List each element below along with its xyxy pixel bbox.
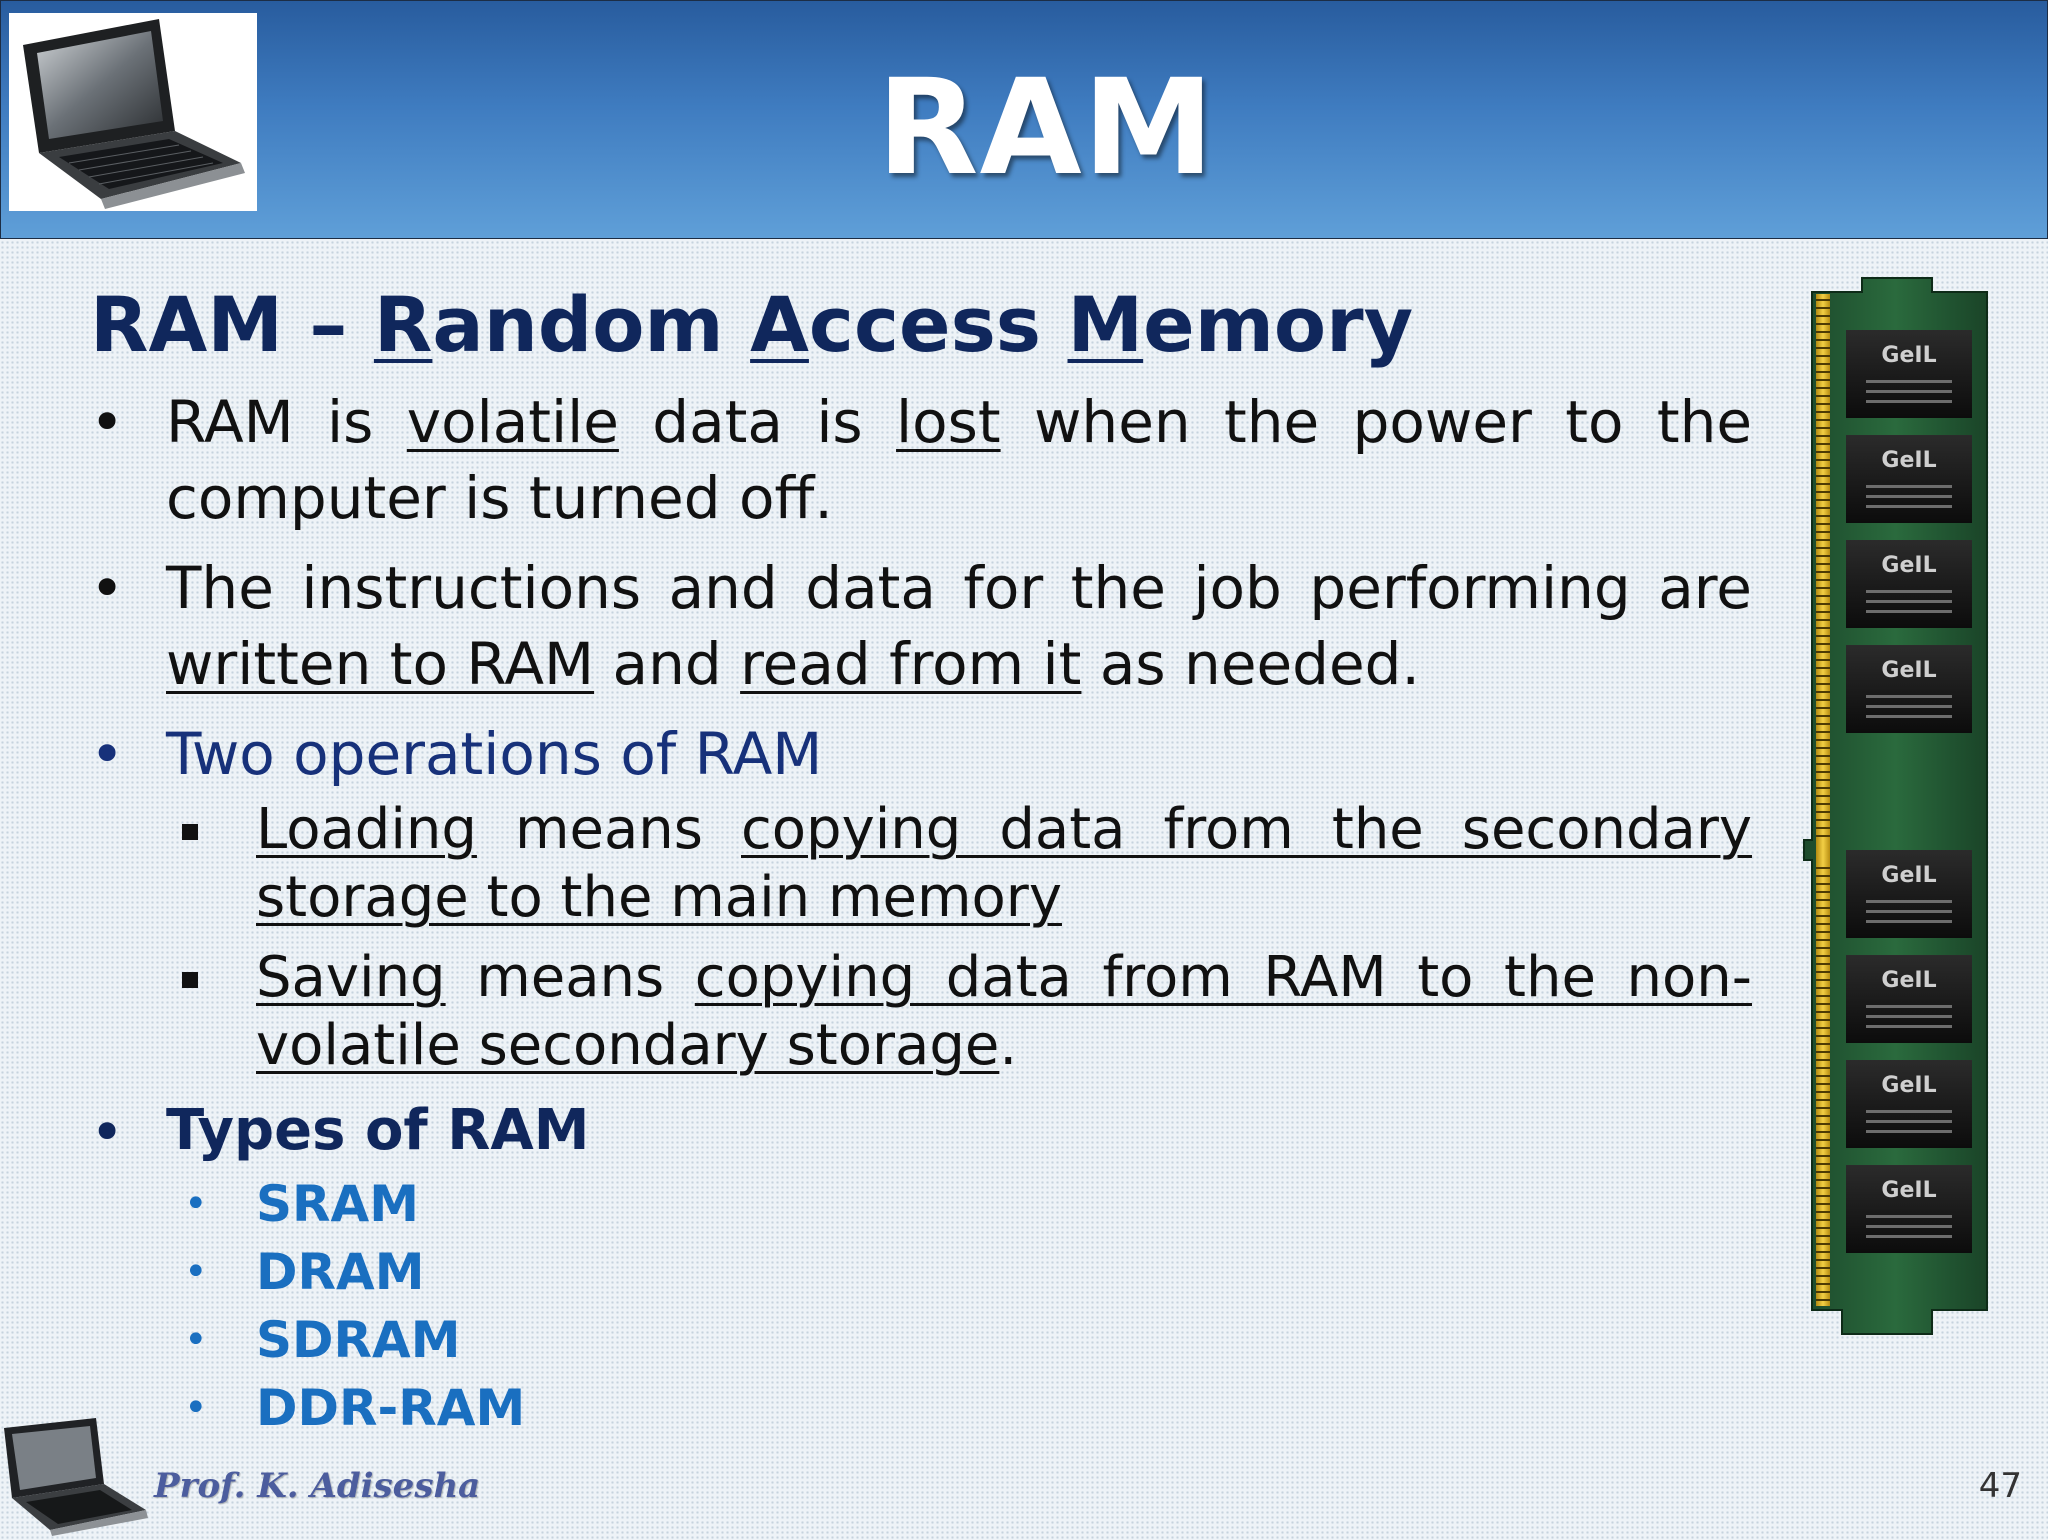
ram-chip: GeIL — [1846, 955, 1972, 1043]
section-heading: RAM – Random Access Memory — [90, 270, 1752, 380]
ram-chip: GeIL — [1846, 1060, 1972, 1148]
bullet-dot: • — [90, 1098, 125, 1166]
bullet-types: • Types of RAM •SRAM •DRAM •SDRAM •DDR-R… — [90, 1094, 1752, 1442]
svg-text:GeIL: GeIL — [1881, 343, 1936, 368]
svg-text:GeIL: GeIL — [1881, 1178, 1936, 1203]
heading-m-rest: emory — [1143, 280, 1414, 369]
bullet-list: • RAM is volatile data is lost when the … — [90, 384, 1752, 1442]
operations-list: Loading means copying data from the seco… — [166, 796, 1752, 1080]
heading-prefix: RAM – — [90, 280, 374, 369]
svg-text:GeIL: GeIL — [1881, 658, 1936, 683]
type-item: •DDR-RAM — [184, 1379, 526, 1437]
laptop-thumbnail-image — [9, 13, 257, 211]
bullet-dot: • — [90, 554, 125, 622]
heading-r-rest: andom — [432, 280, 724, 369]
ram-chip: GeIL — [1846, 1165, 1972, 1253]
bullet-volatile: • RAM is volatile data is lost when the … — [90, 384, 1752, 536]
ram-chip: GeIL — [1846, 540, 1972, 628]
svg-text:GeIL: GeIL — [1881, 863, 1936, 888]
svg-text:GeIL: GeIL — [1881, 1073, 1936, 1098]
bullet-instructions: • The instructions and data for the job … — [90, 550, 1752, 702]
ram-chip: GeIL — [1846, 850, 1972, 938]
types-label: Types of RAM — [166, 1098, 590, 1163]
ram-chip: GeIL — [1846, 435, 1972, 523]
slide-header: RAM — [0, 0, 2048, 239]
type-item: •SDRAM — [184, 1311, 461, 1369]
heading-m-initial: M — [1067, 280, 1144, 369]
heading-a-rest: ccess — [808, 280, 1042, 369]
square-bullet — [182, 824, 198, 840]
svg-text:GeIL: GeIL — [1881, 968, 1936, 993]
ram-chip: GeIL — [1846, 330, 1972, 418]
slide-content: RAM – Random Access Memory • RAM is vola… — [90, 270, 1752, 1456]
operations-label: Two operations of RAM — [166, 720, 823, 788]
bullet-two-operations: • Two operations of RAM Loading means co… — [90, 716, 1752, 1080]
type-item: •DRAM — [184, 1243, 425, 1301]
operation-saving: Saving means copying data from RAM to th… — [166, 944, 1752, 1080]
page-number: 47 — [1978, 1466, 2022, 1506]
type-item: •SRAM — [184, 1175, 419, 1233]
bullet-dot: • — [90, 388, 125, 456]
svg-text:GeIL: GeIL — [1881, 553, 1936, 578]
operation-text: Saving means copying data from RAM to th… — [256, 945, 1752, 1078]
bullet-dot: • — [90, 720, 125, 788]
square-bullet — [182, 972, 198, 988]
slide-title: RAM — [876, 51, 1216, 205]
heading-a-initial: A — [750, 280, 809, 369]
bullet-text: RAM is volatile data is lost when the po… — [166, 388, 1753, 532]
operation-loading: Loading means copying data from the seco… — [166, 796, 1752, 932]
bullet-text: The instructions and data for the job pe… — [166, 554, 1752, 698]
types-list: •SRAM •DRAM •SDRAM •DDR-RAM — [166, 1170, 1752, 1442]
ram-module-image: GeIL GeIL GeIL GeIL GeIL GeIL GeIL GeIL — [1782, 270, 2004, 1350]
ram-chip: GeIL — [1846, 645, 1972, 733]
heading-r-initial: R — [373, 280, 433, 369]
operation-text: Loading means copying data from the seco… — [256, 797, 1752, 930]
footer-laptop-image — [0, 1418, 150, 1536]
author-signature: Prof. K. Adisesha — [154, 1466, 481, 1506]
svg-text:GeIL: GeIL — [1881, 448, 1936, 473]
